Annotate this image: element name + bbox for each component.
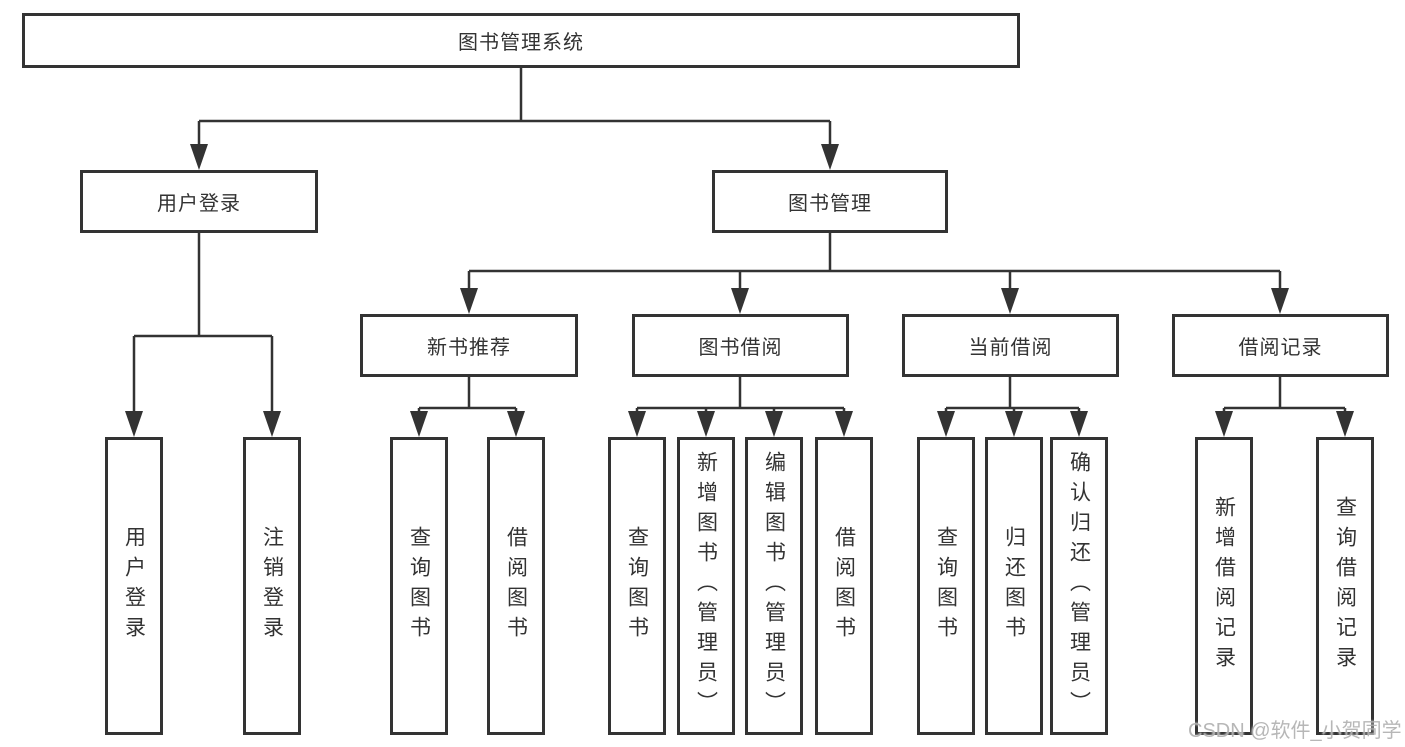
node-label-root: 图书管理系统 (458, 32, 584, 54)
leaf-borrow-books: 借阅图书 (815, 437, 873, 735)
leaf-logout: 注销登录 (243, 437, 301, 735)
connector-borrow-to-leaves (635, 377, 846, 413)
leaf-label: 查询图书 (934, 526, 958, 646)
leaf-edit-books-admin: 编辑图书（管理员） (745, 437, 803, 735)
node-label-book-management: 图书管理 (788, 193, 872, 215)
connector-records-to-leaves (1222, 377, 1347, 413)
node-current-borrow: 当前借阅 (902, 314, 1119, 377)
leaf-query-books-current: 查询图书 (917, 437, 975, 735)
leaf-user-login: 用户登录 (105, 437, 163, 735)
leaf-confirm-return-admin: 确认归还（管理员） (1050, 437, 1108, 735)
connector-current-to-leaves (944, 377, 1081, 413)
node-new-book-recommend: 新书推荐 (360, 314, 578, 377)
leaf-label: 新增图书（管理员） (694, 451, 718, 721)
leaf-borrow-books-recommend: 借阅图书 (487, 437, 545, 735)
leaf-label: 查询图书 (407, 526, 431, 646)
node-label-current-borrow: 当前借阅 (968, 337, 1053, 359)
leaf-label: 归还图书 (1002, 526, 1026, 646)
node-label-borrow-records: 借阅记录 (1238, 337, 1323, 359)
leaf-label: 借阅图书 (832, 526, 856, 646)
node-user-login: 用户登录 (80, 170, 318, 233)
connector-newbook-to-leaves (417, 377, 518, 413)
node-borrow-records: 借阅记录 (1172, 314, 1389, 377)
leaf-query-books-borrow: 查询图书 (608, 437, 666, 735)
leaf-return-books: 归还图书 (985, 437, 1043, 735)
leaf-label: 新增借阅记录 (1212, 496, 1236, 676)
connector-userlogin-to-leaves (132, 233, 274, 413)
leaf-label: 查询图书 (625, 526, 649, 646)
node-book-management: 图书管理 (712, 170, 948, 233)
connector-root-to-level2 (197, 68, 832, 146)
node-library-management-system: 图书管理系统 (22, 13, 1020, 68)
leaf-query-borrow-record: 查询借阅记录 (1316, 437, 1374, 735)
leaf-label: 查询借阅记录 (1333, 496, 1357, 676)
leaf-add-borrow-record: 新增借阅记录 (1195, 437, 1253, 735)
node-label-user-login: 用户登录 (157, 193, 241, 215)
leaf-label: 编辑图书（管理员） (762, 451, 786, 721)
leaf-label: 借阅图书 (504, 526, 528, 646)
leaf-add-books-admin: 新增图书（管理员） (677, 437, 735, 735)
node-label-new-book-recommend: 新书推荐 (427, 337, 511, 359)
connector-mgmt-to-level3 (467, 233, 1282, 290)
leaf-label: 注销登录 (260, 526, 284, 646)
leaf-query-books-recommend: 查询图书 (390, 437, 448, 735)
leaf-label: 确认归还（管理员） (1067, 451, 1091, 721)
node-book-borrow: 图书借阅 (632, 314, 849, 377)
leaf-label: 用户登录 (122, 526, 146, 646)
csdn-watermark: CSDN @软件_小贺同学 (1188, 720, 1402, 742)
node-label-book-borrow: 图书借阅 (698, 337, 783, 359)
